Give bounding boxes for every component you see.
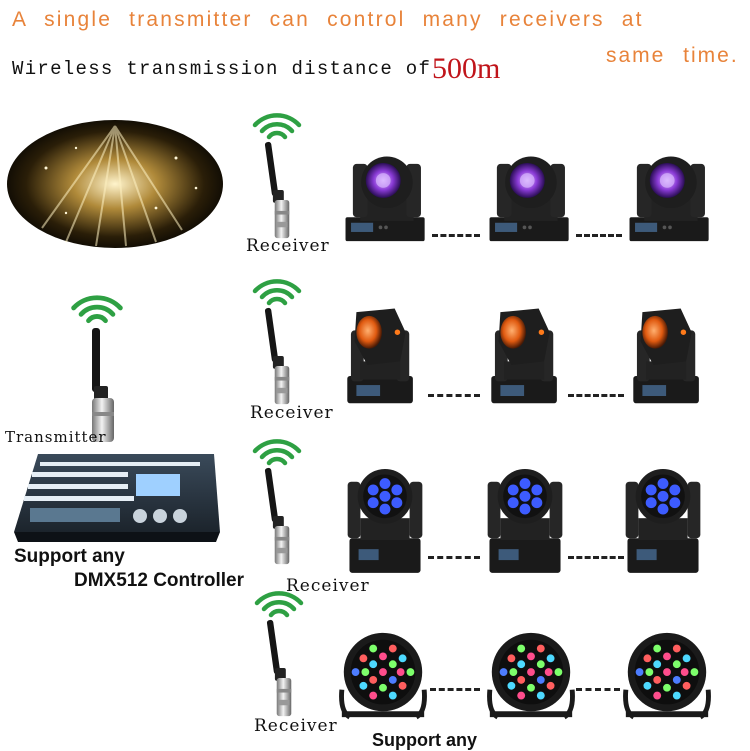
headline-line1: A single transmitter can control many re… [12, 8, 644, 31]
controller-caption-line2: DMX512 Controller [74, 570, 244, 591]
transmitter-antenna-icon [92, 328, 114, 442]
moving-head-light-icon [340, 144, 432, 250]
receiver-label: Receiver [246, 236, 330, 256]
receiver-antenna-icon [264, 618, 304, 718]
bottom-caption: Support any [372, 730, 478, 750]
par-light-icon [482, 630, 580, 720]
moving-head-light-icon [626, 298, 708, 412]
connector-line [568, 556, 624, 559]
moving-head-light-icon [624, 144, 716, 250]
receiver-label: Receiver [254, 716, 338, 736]
controller-caption-line1: Support any [14, 546, 125, 567]
connector-line [428, 394, 480, 397]
moving-head-light-icon [340, 298, 422, 412]
receiver-antenna-icon [262, 466, 302, 566]
connector-line [576, 688, 620, 691]
connector-line [428, 556, 480, 559]
distance-value: 500m [432, 52, 501, 85]
moving-wash-light-icon [484, 460, 566, 580]
connector-line [568, 394, 624, 397]
moving-head-light-icon [484, 144, 576, 250]
receiver-label: Receiver [250, 403, 334, 423]
par-light-icon [334, 630, 432, 720]
moving-wash-light-icon [622, 460, 704, 580]
moving-head-light-icon [484, 298, 566, 412]
par-light-icon [618, 630, 716, 720]
headline-line2: same time. [606, 44, 739, 67]
wifi-signal-icon [252, 436, 302, 468]
distance-caption: Wireless transmission distance of [12, 58, 432, 80]
connector-line [576, 234, 622, 237]
wifi-signal-icon [254, 588, 304, 620]
receiver-label: Receiver [286, 576, 370, 596]
receiver-antenna-icon [262, 306, 302, 406]
wifi-signal-icon [70, 292, 124, 326]
transmitter-label: Transmitter [5, 428, 107, 446]
connector-line [430, 688, 480, 691]
dmx-console-icon [14, 454, 220, 542]
receiver-antenna-icon [262, 140, 302, 240]
light-rays-image [7, 120, 223, 248]
wifi-signal-icon [252, 276, 302, 308]
connector-line [432, 234, 480, 237]
moving-wash-light-icon [344, 460, 426, 580]
wifi-signal-icon [252, 110, 302, 142]
